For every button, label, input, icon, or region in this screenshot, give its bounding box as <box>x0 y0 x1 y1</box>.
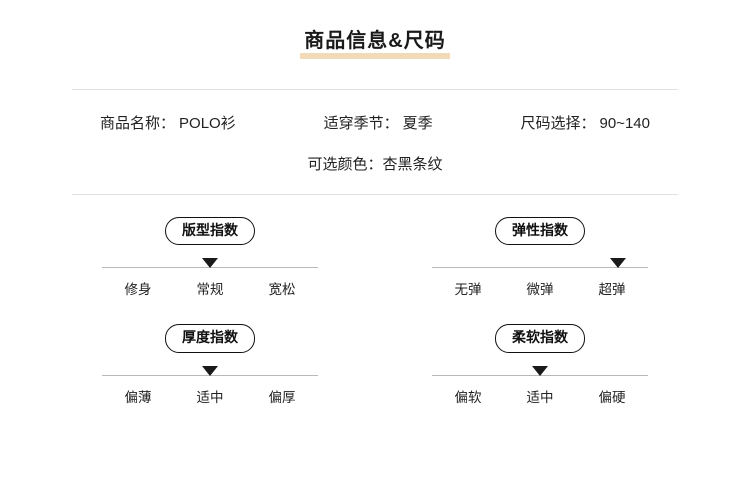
info-value-color: 杏黑条纹 <box>382 156 443 173</box>
index-softness-option-2: 偏硬 <box>598 389 626 405</box>
info-value-size-range: 90~140 <box>599 115 650 132</box>
info-label-season: 适穿季节： <box>323 115 399 132</box>
index-fit: 版型指数 修身 常规 宽松 <box>60 217 360 298</box>
info-label-color: 可选颜色： <box>307 156 383 173</box>
product-info-block: 商品名称：POLO衫 适穿季节：夏季 尺码选择：90~140 可选颜色：杏黑条纹 <box>72 89 678 195</box>
index-elasticity-option-0: 无弹 <box>454 282 482 298</box>
index-fit-option-1: 常规 <box>196 282 224 298</box>
index-thickness-title: 厚度指数 <box>165 324 255 353</box>
page-title: 商品信息&尺码 <box>300 24 450 59</box>
info-item-season: 适穿季节：夏季 <box>324 112 433 133</box>
product-info-row-primary: 商品名称：POLO衫 适穿季节：夏季 尺码选择：90~140 <box>72 112 678 133</box>
page-title-text: 商品信息&尺码 <box>304 30 446 52</box>
index-row-top: 版型指数 修身 常规 宽松 弹性指数 无弹 <box>60 217 690 298</box>
index-thickness-labels: 偏薄 适中 偏厚 <box>102 386 318 406</box>
index-softness-labels: 偏软 适中 偏硬 <box>432 386 648 406</box>
index-elasticity: 弹性指数 无弹 微弹 超弹 <box>390 217 690 298</box>
index-elasticity-marker <box>609 258 626 269</box>
index-elasticity-scale <box>432 258 648 269</box>
page-title-wrap: 商品信息&尺码 <box>0 0 750 59</box>
product-info-row-color: 可选颜色：杏黑条纹 <box>72 153 678 174</box>
index-thickness-marker <box>202 365 218 376</box>
index-thickness-option-0: 偏薄 <box>124 389 152 405</box>
index-elasticity-labels: 无弹 微弹 超弹 <box>432 278 648 298</box>
index-fit-option-2: 宽松 <box>268 282 296 298</box>
index-area: 版型指数 修身 常规 宽松 弹性指数 无弹 <box>0 217 750 406</box>
index-softness-option-1: 适中 <box>526 389 554 405</box>
index-fit-labels: 修身 常规 宽松 <box>102 278 318 298</box>
info-item-size-range: 尺码选择：90~140 <box>520 112 650 133</box>
index-thickness: 厚度指数 偏薄 适中 偏厚 <box>60 324 360 405</box>
info-label-product-name: 商品名称： <box>100 115 176 132</box>
info-label-size-range: 尺码选择： <box>520 115 596 132</box>
info-value-product-name: POLO衫 <box>179 115 236 132</box>
index-elasticity-line <box>432 267 648 269</box>
index-elasticity-option-1: 微弹 <box>526 282 554 298</box>
index-softness-title: 柔软指数 <box>495 324 585 353</box>
index-thickness-scale <box>102 365 318 376</box>
index-elasticity-option-2: 超弹 <box>598 282 626 298</box>
title-underline <box>300 53 450 59</box>
index-thickness-option-1: 适中 <box>196 389 224 405</box>
index-thickness-option-2: 偏厚 <box>268 389 296 405</box>
info-item-product-name: 商品名称：POLO衫 <box>100 112 236 133</box>
index-fit-scale <box>102 258 318 269</box>
index-fit-title: 版型指数 <box>165 217 255 246</box>
index-softness-marker <box>532 365 548 376</box>
info-value-season: 夏季 <box>402 115 433 132</box>
index-softness-option-0: 偏软 <box>454 389 482 405</box>
index-softness-scale <box>432 365 648 376</box>
index-fit-option-0: 修身 <box>124 282 152 298</box>
index-row-bottom: 厚度指数 偏薄 适中 偏厚 柔软指数 偏软 <box>60 324 690 405</box>
index-elasticity-title: 弹性指数 <box>495 217 585 246</box>
index-softness: 柔软指数 偏软 适中 偏硬 <box>390 324 690 405</box>
index-fit-marker <box>202 258 218 269</box>
